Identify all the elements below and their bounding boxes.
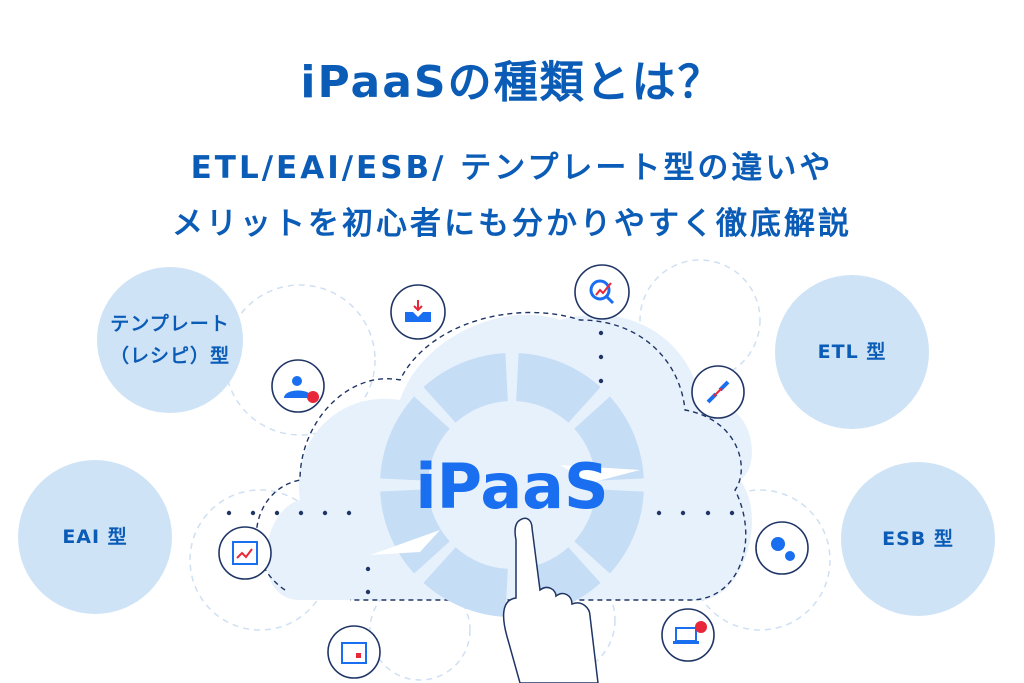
center-label: iPaaS: [415, 450, 608, 523]
ring-segment: [423, 353, 508, 423]
type-esb: ESB 型: [841, 462, 995, 616]
ring-segments: [380, 353, 644, 617]
type-eai: EAI 型: [18, 460, 172, 614]
ring-segment: [574, 396, 644, 481]
ring-segment: [380, 489, 450, 574]
page-title: iPaaSの種類とは？: [300, 57, 724, 108]
pointing-hand-icon: [502, 517, 599, 683]
type-etl: ETL 型: [775, 275, 929, 429]
ring-segment: [380, 396, 450, 481]
ring-segment: [574, 489, 644, 574]
ring-segment: [516, 353, 601, 423]
type-template: テンプレート （レシピ）型: [97, 267, 243, 413]
laptop-mail-icon: [661, 608, 715, 662]
ring-segment: [423, 547, 508, 617]
chart-window-icon: [218, 526, 272, 580]
subtitle-line-1: ETL/EAI/ESB/ テンプレート型の違いや: [190, 150, 834, 186]
download-tray-icon: [390, 284, 446, 340]
subtitle-line-2: メリットを初心者にも分かりやすく徹底解説: [172, 206, 852, 242]
calendar-icon: [327, 625, 381, 679]
user-check-icon: [271, 359, 325, 413]
dotted-lines: [226, 330, 735, 595]
